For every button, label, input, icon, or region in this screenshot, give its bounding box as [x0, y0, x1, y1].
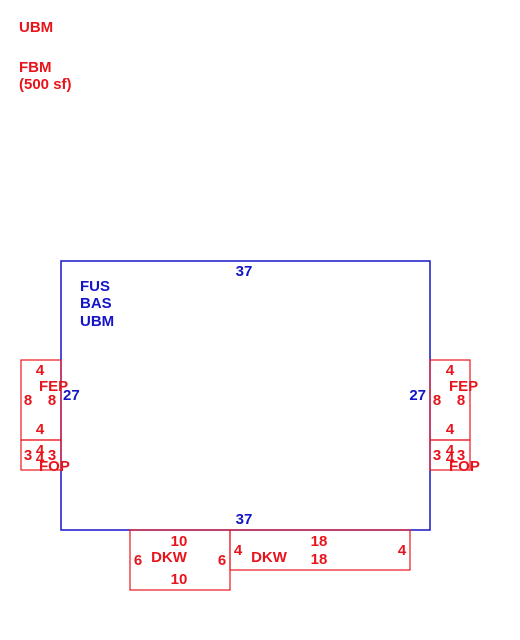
- dkw-left-bottom-dimension: 10: [171, 571, 188, 588]
- fep-left-label: FEP: [39, 378, 68, 395]
- main-bottom-dimension: 37: [236, 511, 253, 528]
- dkw-right-right-dimension: 4: [398, 542, 407, 559]
- fop-left-left-dimension: 3: [24, 447, 32, 464]
- main-structure-outline: [60, 260, 431, 531]
- dkw-left-top-dimension: 10: [171, 533, 188, 550]
- legend-line-1: UBM: [19, 19, 53, 36]
- main-right-dimension: 27: [409, 387, 426, 404]
- fep-left-left-dimension: 8: [24, 392, 32, 409]
- main-label-bas: BAS: [80, 295, 112, 312]
- dkw-left-label: DKW: [151, 549, 188, 566]
- fop-left-outline: [20, 439, 62, 471]
- fop-left-bottom-dimension: 4: [36, 450, 45, 467]
- dkw-right-outline: [229, 529, 411, 571]
- main-label-ubm: UBM: [80, 313, 114, 330]
- fep-right-bottom-dimension: 4: [446, 421, 455, 438]
- fep-right-left-dimension: 8: [433, 392, 441, 409]
- main-top-dimension: 37: [236, 263, 253, 280]
- fop-left-right-dimension: 3: [48, 447, 56, 464]
- dkw-left-left-dimension: 6: [134, 552, 142, 569]
- fop-right-top-dimension: 4: [446, 442, 455, 459]
- fep-left-bottom-dimension: 4: [36, 421, 45, 438]
- legend-line-2: FBM: [19, 59, 52, 76]
- dkw-right-bottom-dimension: 18: [311, 551, 328, 568]
- main-left-dimension: 27: [63, 387, 80, 404]
- fep-right-label: FEP: [449, 378, 478, 395]
- fop-right-left-dimension: 3: [433, 447, 441, 464]
- fop-right-right-dimension: 3: [457, 447, 465, 464]
- fep-right-top-dimension: 4: [446, 362, 455, 379]
- dkw-right-top-dimension: 18: [311, 533, 328, 550]
- dkw-left-right-dimension: 6: [218, 552, 226, 569]
- dkw-right-left-dimension: 4: [234, 542, 243, 559]
- fop-right-outline: [429, 439, 471, 471]
- dkw-right-label: DKW: [251, 549, 288, 566]
- fop-right-label: FOP: [449, 458, 480, 475]
- fop-right-bottom-dimension: 4: [446, 450, 455, 467]
- fep-left-right-dimension: 8: [48, 392, 56, 409]
- main-label-fus: FUS: [80, 278, 110, 295]
- fop-left-top-dimension: 4: [36, 442, 45, 459]
- fep-right-right-dimension: 8: [457, 392, 465, 409]
- legend-line-3: (500 sf): [19, 76, 72, 93]
- fep-left-top-dimension: 4: [36, 362, 45, 379]
- fop-left-label: FOP: [39, 458, 70, 475]
